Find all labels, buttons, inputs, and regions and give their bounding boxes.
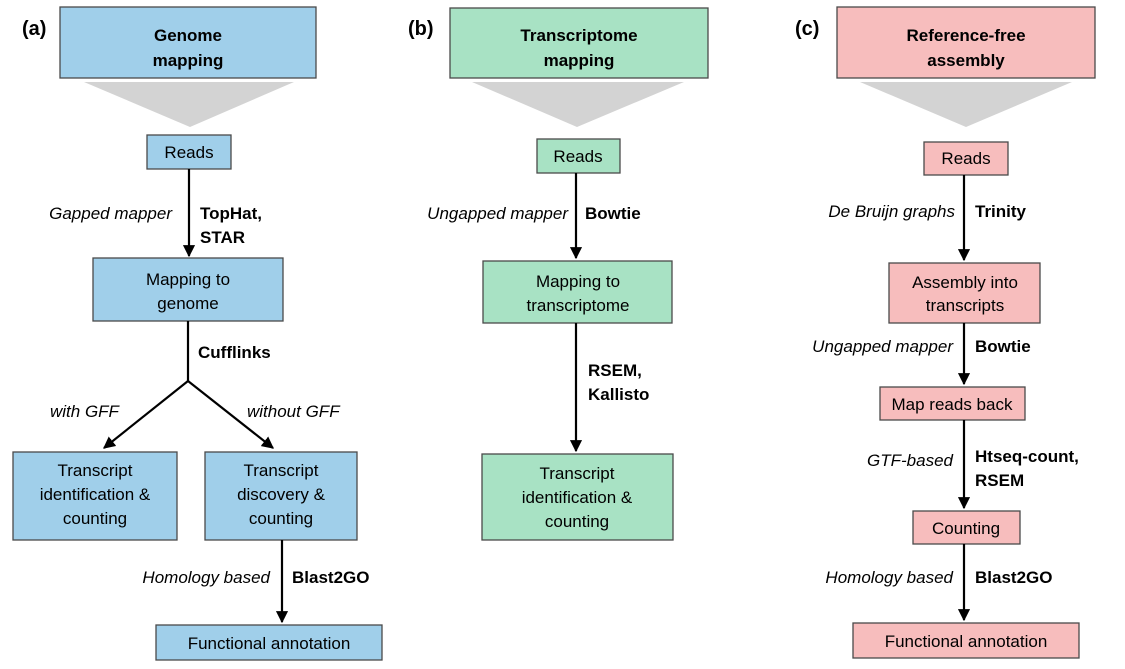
method-gapped-mapper: Gapped mapper [49,204,173,223]
functional-annotation-box: Functional annotation [852,622,1080,659]
branch-without-gff: without GFF [247,402,341,421]
tool-htseq-count: Htseq-count, [975,447,1079,466]
arrow-with-gff [103,380,189,449]
funnel-shape [84,82,294,127]
mapping-to-genome-box: Mapping to genome [92,257,284,322]
method-ungapped-mapper: Ungapped mapper [812,337,954,356]
tool-bowtie: Bowtie [585,204,641,223]
assembly-box: Assembly into transcripts [888,262,1041,324]
tool-cufflinks: Cufflinks [198,343,271,362]
tool-blast2go: Blast2GO [975,568,1052,587]
reads-box: Reads [536,138,621,174]
tool-star: STAR [200,228,245,247]
method-homology: Homology based [825,568,953,587]
mapping-to-transcriptome-box: Mapping to transcriptome [482,260,673,324]
functional-annotation-box: Functional annotation [155,624,383,661]
tool-trinity: Trinity [975,202,1027,221]
map-reads-back-box: Map reads back [879,386,1026,421]
header-box-transcriptome-mapping: Transcriptome mapping [449,7,709,79]
arrow-without-gff [187,380,274,449]
header-line-2: mapping [153,51,224,70]
header-line-1: Transcriptome [520,26,637,45]
reads-label: Reads [941,149,990,168]
final-line-1: Transcript [540,464,615,483]
left-box-line-1: Transcript [58,461,133,480]
right-box-line-3: counting [249,509,313,528]
funnel-shape [472,82,684,127]
mapping-line-2: genome [157,294,218,313]
tool-rsem: RSEM [975,471,1024,490]
method-de-bruijn: De Bruijn graphs [828,202,955,221]
tool-tophat: TopHat, [200,204,262,223]
tool-kallisto: Kallisto [588,385,649,404]
reads-label: Reads [553,147,602,166]
header-box-reference-free: Reference-free assembly [836,6,1096,79]
panel-label-a: (a) [22,18,46,40]
tool-bowtie: Bowtie [975,337,1031,356]
panel-c: (c) Reference-free assembly Reads De Bru… [795,6,1096,659]
method-homology: Homology based [142,568,270,587]
final-label: Functional annotation [885,632,1048,651]
map-back-label: Map reads back [892,395,1013,414]
header-line-1: Genome [154,26,222,45]
left-box-line-3: counting [63,509,127,528]
mapping-line-1: Mapping to [536,272,620,291]
panel-b: (b) Transcriptome mapping Reads Ungapped… [408,7,709,541]
reads-label: Reads [164,143,213,162]
final-label: Functional annotation [188,634,351,653]
panel-label-c: (c) [795,18,819,40]
panel-label-b: (b) [408,18,434,40]
counting-label: Counting [932,519,1000,538]
funnel-shape [860,82,1072,127]
transcript-discovery-box: Transcript discovery & counting [204,451,358,541]
right-box-line-2: discovery & [237,485,326,504]
transcript-identification-box: Transcript identification & counting [481,453,674,541]
method-gtf-based: GTF-based [867,451,954,470]
transcript-identification-box: Transcript identification & counting [12,451,178,541]
right-box-line-1: Transcript [244,461,319,480]
final-line-3: counting [545,512,609,531]
reads-box: Reads [146,134,232,170]
mapping-line-2: transcriptome [527,296,630,315]
method-ungapped-mapper: Ungapped mapper [427,204,569,223]
left-box-line-2: identification & [40,485,151,504]
header-line-2: assembly [927,51,1005,70]
tool-rsem: RSEM, [588,361,642,380]
header-box-genome-mapping: Genome mapping [59,6,317,79]
header-line-2: mapping [544,51,615,70]
mapping-line-1: Mapping to [146,270,230,289]
final-line-2: identification & [522,488,633,507]
assembly-line-2: transcripts [926,296,1004,315]
reads-box: Reads [923,141,1009,176]
header-line-1: Reference-free [906,26,1025,45]
branch-with-gff: with GFF [50,402,121,421]
tool-blast2go: Blast2GO [292,568,369,587]
counting-box: Counting [912,510,1021,545]
assembly-line-1: Assembly into [912,273,1018,292]
panel-a: (a) Genome mapping Reads Gapped mapper T… [12,6,383,661]
